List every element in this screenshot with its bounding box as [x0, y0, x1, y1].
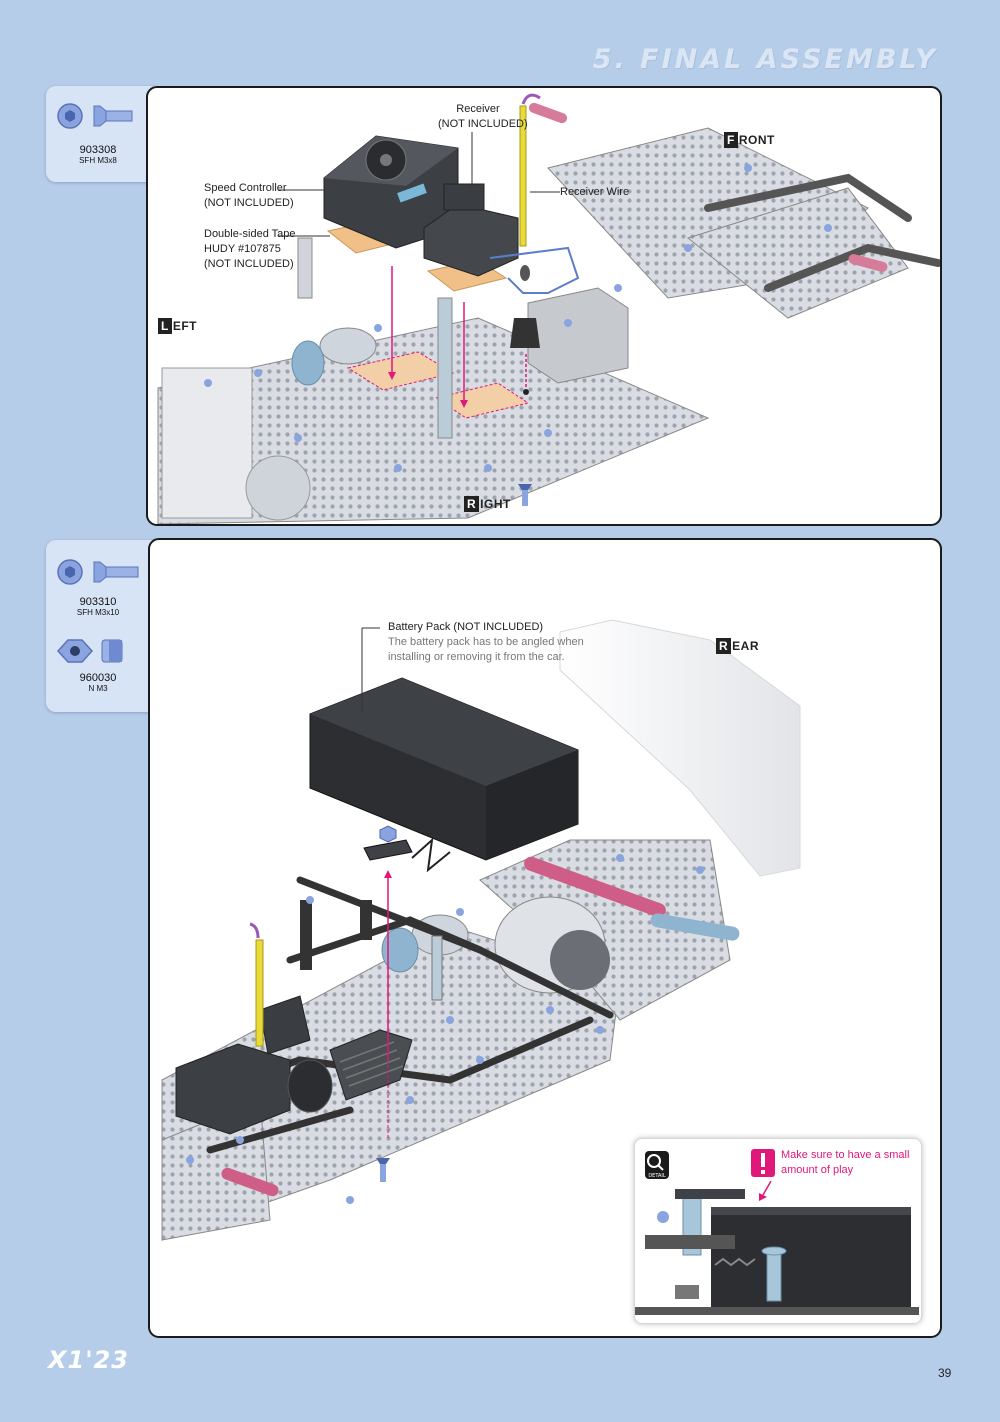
tape-note: (NOT INCLUDED): [204, 258, 294, 270]
detail-illustration: [635, 1181, 919, 1315]
nut-icon: [56, 639, 123, 663]
step1-panel: Receiver (NOT INCLUDED) Receiver Wire Sp…: [146, 86, 942, 526]
step1-illustration: [157, 93, 940, 524]
part-desc: SFH M3x8: [79, 156, 117, 165]
detail-warning-line1: Make sure to have a small: [781, 1149, 910, 1161]
part-code: 903308: [79, 144, 117, 156]
receiver-label: Receiver: [456, 103, 500, 115]
receiver-wire-label: Receiver Wire: [560, 186, 630, 198]
battery-note-line2: installing or removing it from the car.: [388, 651, 565, 663]
parts-tab-step2: 903310 SFH M3x10 960030 N M3: [46, 540, 156, 712]
parts-tab-step1: 903308 SFH M3x8: [46, 86, 156, 182]
receiver-note: (NOT INCLUDED): [438, 118, 528, 130]
part-desc: SFH M3x10: [76, 608, 120, 617]
detail-inset: DETAIL Make sure to have a small amount …: [634, 1138, 922, 1324]
detail-warning-line2: amount of play: [781, 1164, 854, 1176]
battery-label: Battery Pack (NOT INCLUDED): [388, 621, 544, 633]
battery-note-line1: The battery pack has to be angled when: [388, 636, 584, 648]
detail-icon: DETAIL: [645, 1151, 669, 1179]
speed-controller-label: Speed Controller: [204, 182, 287, 194]
part-desc: N M3: [88, 684, 108, 693]
warning-icon: [751, 1149, 775, 1177]
step2-illustration: [161, 619, 801, 1241]
page-number: 39: [938, 1366, 952, 1380]
screw-icon: [57, 559, 139, 585]
section-title: 5. FINAL ASSEMBLY: [592, 44, 938, 75]
brand-logo: X1'23: [48, 1346, 129, 1374]
speed-controller-note: (NOT INCLUDED): [204, 197, 294, 209]
tape-label: Double-sided Tape: [204, 228, 296, 240]
detail-badge-text: DETAIL: [648, 1173, 666, 1179]
tape-part: HUDY #107875: [204, 243, 281, 255]
screw-icon: [57, 103, 133, 129]
part-code: 903310: [79, 596, 117, 608]
part-code: 960030: [79, 672, 117, 684]
